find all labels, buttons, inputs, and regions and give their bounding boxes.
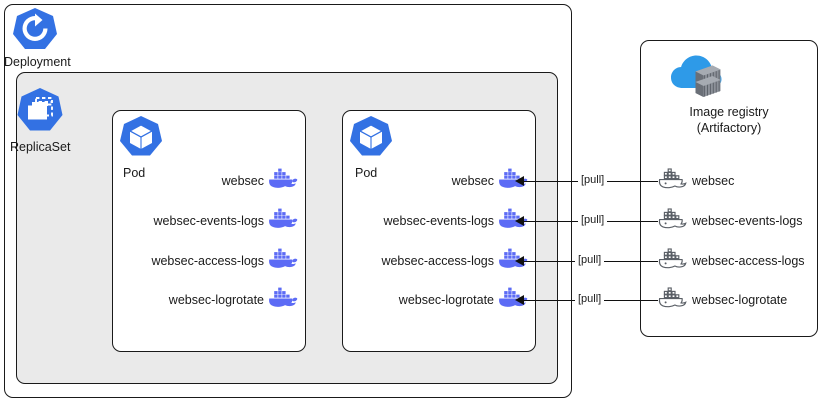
container-row[interactable]: websec-access-logs <box>352 246 528 276</box>
kubernetes-pod-icon <box>347 114 395 161</box>
container-name: websec-logrotate <box>398 292 494 307</box>
docker-whale-icon <box>268 286 298 315</box>
container-row[interactable]: websec-logrotate <box>352 285 528 315</box>
kubernetes-replicaset-icon <box>14 86 66 136</box>
container-name: websec-logrotate <box>168 292 264 307</box>
pod-label-2: Pod <box>355 166 378 180</box>
docker-whale-icon <box>268 207 298 236</box>
pull-arrow-head <box>515 176 524 186</box>
pod-container-1[interactable] <box>112 110 306 352</box>
pull-edge-label: [pull] <box>575 294 605 305</box>
registry-image-row[interactable]: websec-logrotate <box>658 285 818 315</box>
deployment-label: Deployment <box>4 55 71 69</box>
cloud-registry-icon <box>668 52 726 100</box>
container-row[interactable]: websec-access-logs <box>122 246 298 276</box>
registry-image-name: websec-access-logs <box>692 253 805 268</box>
container-row[interactable]: websec-logrotate <box>122 285 298 315</box>
registry-image-row[interactable]: websec <box>658 166 818 196</box>
kubernetes-deployment-icon <box>10 6 60 54</box>
docker-whale-icon <box>268 167 298 196</box>
pull-edge-label: [pull] <box>578 175 608 186</box>
registry-image-name: websec-events-logs <box>692 213 803 228</box>
registry-image-row[interactable]: websec-access-logs <box>658 246 818 276</box>
pull-arrow-head <box>515 216 524 226</box>
container-name: websec-events-logs <box>383 213 494 228</box>
container-name: websec <box>451 173 494 188</box>
docker-whale-outline-icon <box>658 207 688 236</box>
registry-title-line2: (Artifactory) <box>696 121 762 135</box>
container-name: websec <box>221 173 264 188</box>
pull-arrow-head <box>515 256 524 266</box>
container-name: websec-access-logs <box>151 253 264 268</box>
docker-whale-icon <box>268 247 298 276</box>
container-row[interactable]: websec <box>122 166 298 196</box>
pull-edge-label: [pull] <box>575 255 605 266</box>
pull-arrow-head <box>515 295 524 305</box>
docker-whale-outline-icon <box>658 247 688 276</box>
docker-whale-outline-icon <box>658 167 688 196</box>
replicaset-label: ReplicaSet <box>10 140 71 154</box>
container-name: websec-access-logs <box>381 253 494 268</box>
container-name: websec-events-logs <box>153 213 264 228</box>
registry-image-row[interactable]: websec-events-logs <box>658 206 818 236</box>
registry-image-name: websec-logrotate <box>692 292 788 307</box>
kubernetes-pod-icon <box>117 114 165 161</box>
docker-whale-outline-icon <box>658 286 688 315</box>
container-row[interactable]: websec <box>352 166 528 196</box>
registry-title-line1: Image registry <box>689 105 769 119</box>
pod-label-1: Pod <box>123 166 146 180</box>
container-row[interactable]: websec-events-logs <box>122 206 298 236</box>
pull-edge-label: [pull] <box>578 215 608 226</box>
registry-image-name: websec <box>692 173 735 188</box>
container-row[interactable]: websec-events-logs <box>352 206 528 236</box>
